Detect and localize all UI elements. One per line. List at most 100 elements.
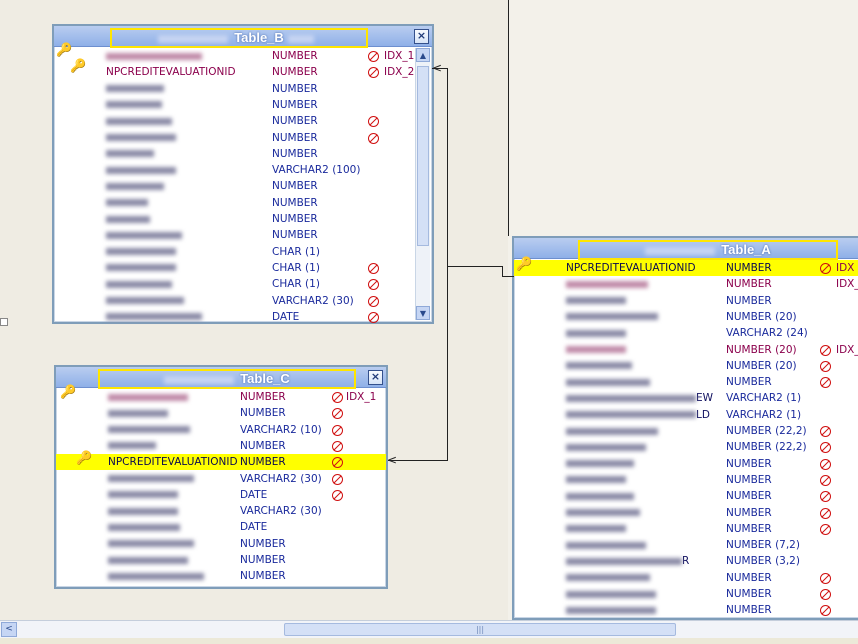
blurred-column-name bbox=[106, 117, 172, 125]
column-row[interactable]: NUMBER bbox=[54, 178, 432, 194]
table-a-titlebar[interactable]: Table_A bbox=[514, 238, 858, 260]
column-row[interactable]: NUMBER bbox=[514, 602, 858, 618]
not-null-icon bbox=[332, 489, 343, 501]
column-type: NUMBER bbox=[726, 604, 772, 617]
blurred-column-name bbox=[108, 393, 188, 401]
column-row[interactable]: CHAR (1) bbox=[54, 260, 432, 276]
column-name bbox=[106, 195, 148, 211]
column-row[interactable]: NUMBER bbox=[514, 570, 858, 586]
column-type: NUMBER (3,2) bbox=[726, 555, 800, 568]
relation-line[interactable] bbox=[388, 460, 448, 461]
column-row[interactable]: NUMBER bbox=[56, 405, 386, 421]
column-row[interactable]: NUMBER (22,2) bbox=[514, 439, 858, 455]
column-row[interactable]: NUMBER bbox=[514, 374, 858, 390]
not-null-icon bbox=[332, 457, 343, 469]
relation-line[interactable] bbox=[447, 266, 503, 267]
relation-line[interactable] bbox=[502, 266, 503, 276]
column-row[interactable]: NUMBER bbox=[54, 146, 432, 162]
scroll-up-icon[interactable]: ▲ bbox=[416, 48, 430, 62]
column-name bbox=[566, 374, 650, 390]
column-row[interactable]: VARCHAR2 (30) bbox=[56, 471, 386, 487]
column-name bbox=[108, 519, 180, 535]
column-row[interactable]: NUMBER (22,2) bbox=[514, 423, 858, 439]
column-type: NUMBER bbox=[726, 522, 772, 535]
column-row[interactable]: NUMBER bbox=[514, 293, 858, 309]
column-row[interactable]: NUMBER bbox=[54, 97, 432, 113]
column-row[interactable]: NUMBER bbox=[54, 195, 432, 211]
blurred-column-name bbox=[566, 509, 640, 516]
column-row[interactable]: VARCHAR2 (24) bbox=[514, 325, 858, 341]
column-row[interactable]: NUMBER (7,2) bbox=[514, 537, 858, 553]
column-row[interactable]: NUMBER bbox=[54, 227, 432, 243]
column-name: NPCREDITEVALUATIONID bbox=[566, 262, 696, 274]
not-null-icon bbox=[368, 67, 379, 79]
column-row[interactable]: VARCHAR2 (10) bbox=[56, 422, 386, 438]
horizontal-scrollbar[interactable]: < ||| bbox=[0, 620, 858, 639]
column-name bbox=[106, 260, 176, 276]
column-row[interactable]: NUMBER bbox=[54, 130, 432, 146]
column-name bbox=[106, 178, 164, 194]
column-row[interactable]: DATE bbox=[56, 519, 386, 535]
blurred-column-name bbox=[566, 394, 696, 402]
not-null-icon bbox=[368, 295, 379, 307]
column-row[interactable]: NUMBER bbox=[56, 568, 386, 584]
column-row[interactable]: VARCHAR2 (30) bbox=[54, 293, 432, 309]
column-name bbox=[566, 472, 626, 488]
column-row[interactable]: NUMBER bbox=[54, 211, 432, 227]
blurred-column-name bbox=[566, 297, 626, 305]
not-null-icon bbox=[368, 311, 379, 323]
column-row[interactable]: CHAR (1) bbox=[54, 244, 432, 260]
table-b-titlebar[interactable]: Table_B × bbox=[54, 26, 432, 48]
column-row[interactable]: NUMBER bbox=[514, 456, 858, 472]
column-row[interactable]: NUMBER bbox=[514, 586, 858, 602]
column-row[interactable]: NUMBER bbox=[514, 488, 858, 504]
column-name bbox=[108, 405, 168, 421]
index-label: IDX bbox=[836, 262, 855, 274]
column-row[interactable]: DATE bbox=[54, 309, 432, 325]
column-row[interactable]: NUMBER bbox=[56, 536, 386, 552]
column-row[interactable]: NUMBER bbox=[54, 113, 432, 129]
scroll-down-icon[interactable]: ▼ bbox=[416, 306, 430, 320]
column-row[interactable]: NUMBER (20) bbox=[514, 309, 858, 325]
column-row[interactable]: NUMBER bbox=[56, 552, 386, 568]
column-row[interactable]: NUMBER (20)IDX_ bbox=[514, 342, 858, 358]
column-row[interactable]: NUMBER bbox=[56, 438, 386, 454]
column-row[interactable]: VARCHAR2 (30) bbox=[56, 503, 386, 519]
relation-line[interactable] bbox=[502, 276, 514, 277]
table-c-titlebar[interactable]: Table_C × bbox=[56, 367, 386, 389]
column-row[interactable]: NUMBER bbox=[54, 81, 432, 97]
not-null-icon bbox=[820, 458, 831, 470]
column-row[interactable]: NUMBER (20) bbox=[514, 358, 858, 374]
column-row[interactable]: NUMBER bbox=[514, 505, 858, 521]
relation-line[interactable] bbox=[432, 68, 448, 69]
column-row[interactable]: CHAR (1) bbox=[54, 276, 432, 292]
scroll-thumb[interactable]: ||| bbox=[284, 623, 676, 636]
not-null-icon bbox=[820, 507, 831, 519]
column-row[interactable]: DATE bbox=[56, 487, 386, 503]
column-row[interactable]: VARCHAR2 (100) bbox=[54, 162, 432, 178]
scroll-thumb[interactable] bbox=[417, 66, 429, 246]
scroll-left-icon[interactable]: < bbox=[1, 622, 17, 637]
index-label: IDX_ bbox=[836, 278, 858, 291]
column-name bbox=[566, 439, 646, 455]
close-icon[interactable]: × bbox=[368, 370, 383, 385]
column-type: NUMBER bbox=[240, 554, 286, 566]
relation-line[interactable] bbox=[447, 68, 448, 461]
table-b-scrollbar[interactable]: ▲ ▼ bbox=[415, 48, 430, 320]
column-row[interactable]: NUMBER bbox=[514, 472, 858, 488]
close-icon[interactable]: × bbox=[414, 29, 429, 44]
column-row[interactable]: NUMBER bbox=[514, 521, 858, 537]
